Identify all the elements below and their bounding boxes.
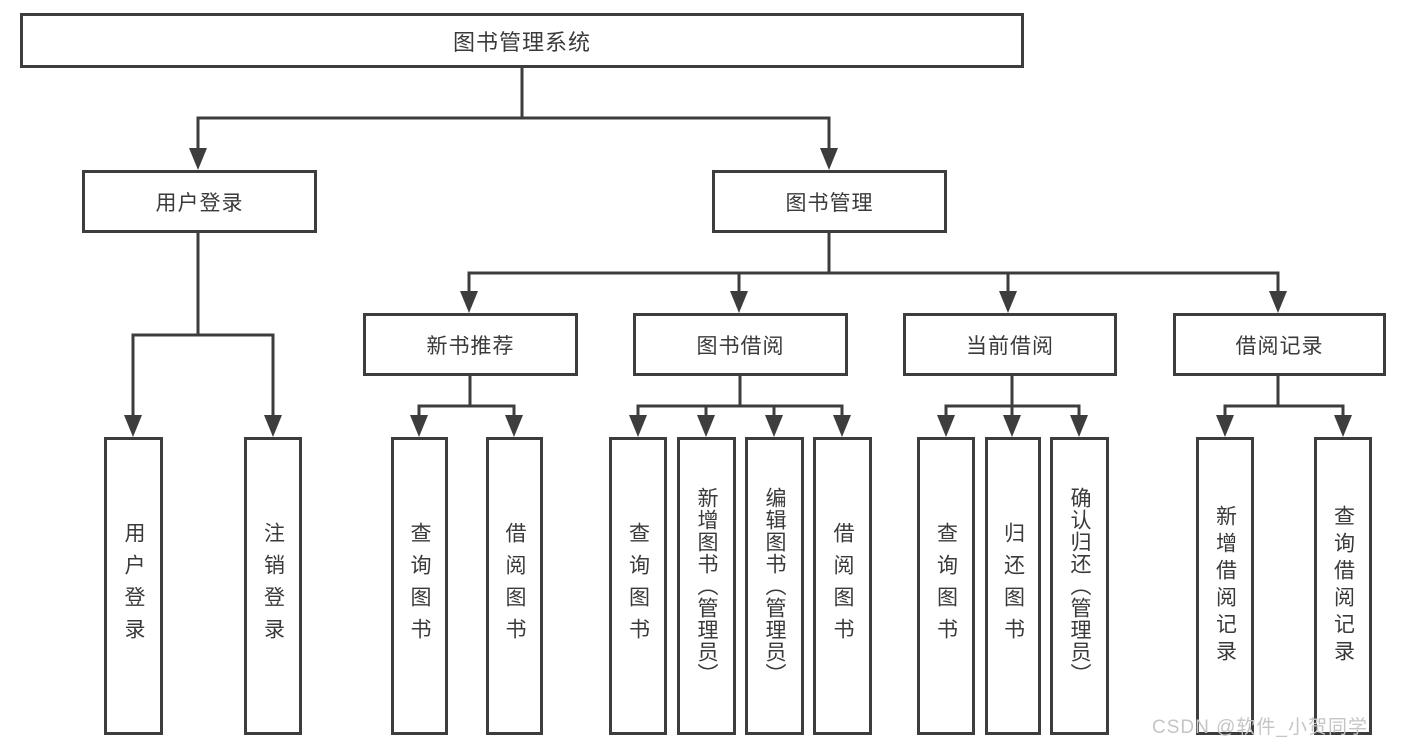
leaf-query-book-2: 查询图书 xyxy=(609,437,667,735)
leaf-add-book-admin: 新增图书（管理员） xyxy=(677,437,736,735)
csdn-watermark: CSDN @软件_小贺同学 xyxy=(1152,717,1368,738)
node-label: 编辑图书（管理员） xyxy=(763,487,786,685)
node-book-borrow: 图书借阅 xyxy=(633,313,848,376)
leaf-confirm-return-admin: 确认归还（管理员） xyxy=(1050,437,1109,735)
node-user-login: 用户登录 xyxy=(82,170,317,233)
leaf-query-book-3: 查询图书 xyxy=(917,437,975,735)
leaf-user-login: 用户登录 xyxy=(104,437,163,735)
node-label: 用户登录 xyxy=(122,522,145,650)
leaf-edit-book-admin: 编辑图书（管理员） xyxy=(745,437,804,735)
node-label: 新书推荐 xyxy=(426,334,515,358)
node-label: 用户登录 xyxy=(155,191,244,215)
node-label: 注销登录 xyxy=(261,522,285,650)
node-label: 图书借阅 xyxy=(696,334,785,358)
node-label: 图书管理 xyxy=(785,191,874,215)
node-label: 查询图书 xyxy=(626,522,650,650)
leaf-add-borrow-record: 新增借阅记录 xyxy=(1196,437,1254,735)
leaf-borrow-book-2: 借阅图书 xyxy=(813,437,872,735)
node-label: 确认归还（管理员） xyxy=(1068,487,1091,685)
node-label: 查询图书 xyxy=(408,522,431,650)
node-label: 借阅记录 xyxy=(1235,334,1324,358)
node-label: 归还图书 xyxy=(1001,522,1025,650)
node-current-borrow: 当前借阅 xyxy=(903,313,1117,376)
node-label: 查询图书 xyxy=(934,522,958,650)
node-label: 借阅图书 xyxy=(831,522,854,650)
node-book-management: 图书管理 xyxy=(712,170,947,233)
leaf-borrow-book-1: 借阅图书 xyxy=(486,437,543,735)
node-label: 当前借阅 xyxy=(966,334,1054,358)
node-borrow-record: 借阅记录 xyxy=(1173,313,1386,376)
node-label: 借阅图书 xyxy=(503,522,526,650)
node-label: 新增图书（管理员） xyxy=(695,487,718,685)
leaf-query-book-1: 查询图书 xyxy=(391,437,448,735)
leaf-return-book: 归还图书 xyxy=(985,437,1041,735)
leaf-logout: 注销登录 xyxy=(244,437,302,735)
node-new-book-recommend: 新书推荐 xyxy=(363,313,578,376)
node-label: 图书管理系统 xyxy=(452,29,591,55)
node-label: 新增借阅记录 xyxy=(1213,505,1237,667)
node-system-root: 图书管理系统 xyxy=(20,13,1024,68)
leaf-query-borrow-record: 查询借阅记录 xyxy=(1314,437,1372,735)
node-label: 查询借阅记录 xyxy=(1331,505,1355,667)
